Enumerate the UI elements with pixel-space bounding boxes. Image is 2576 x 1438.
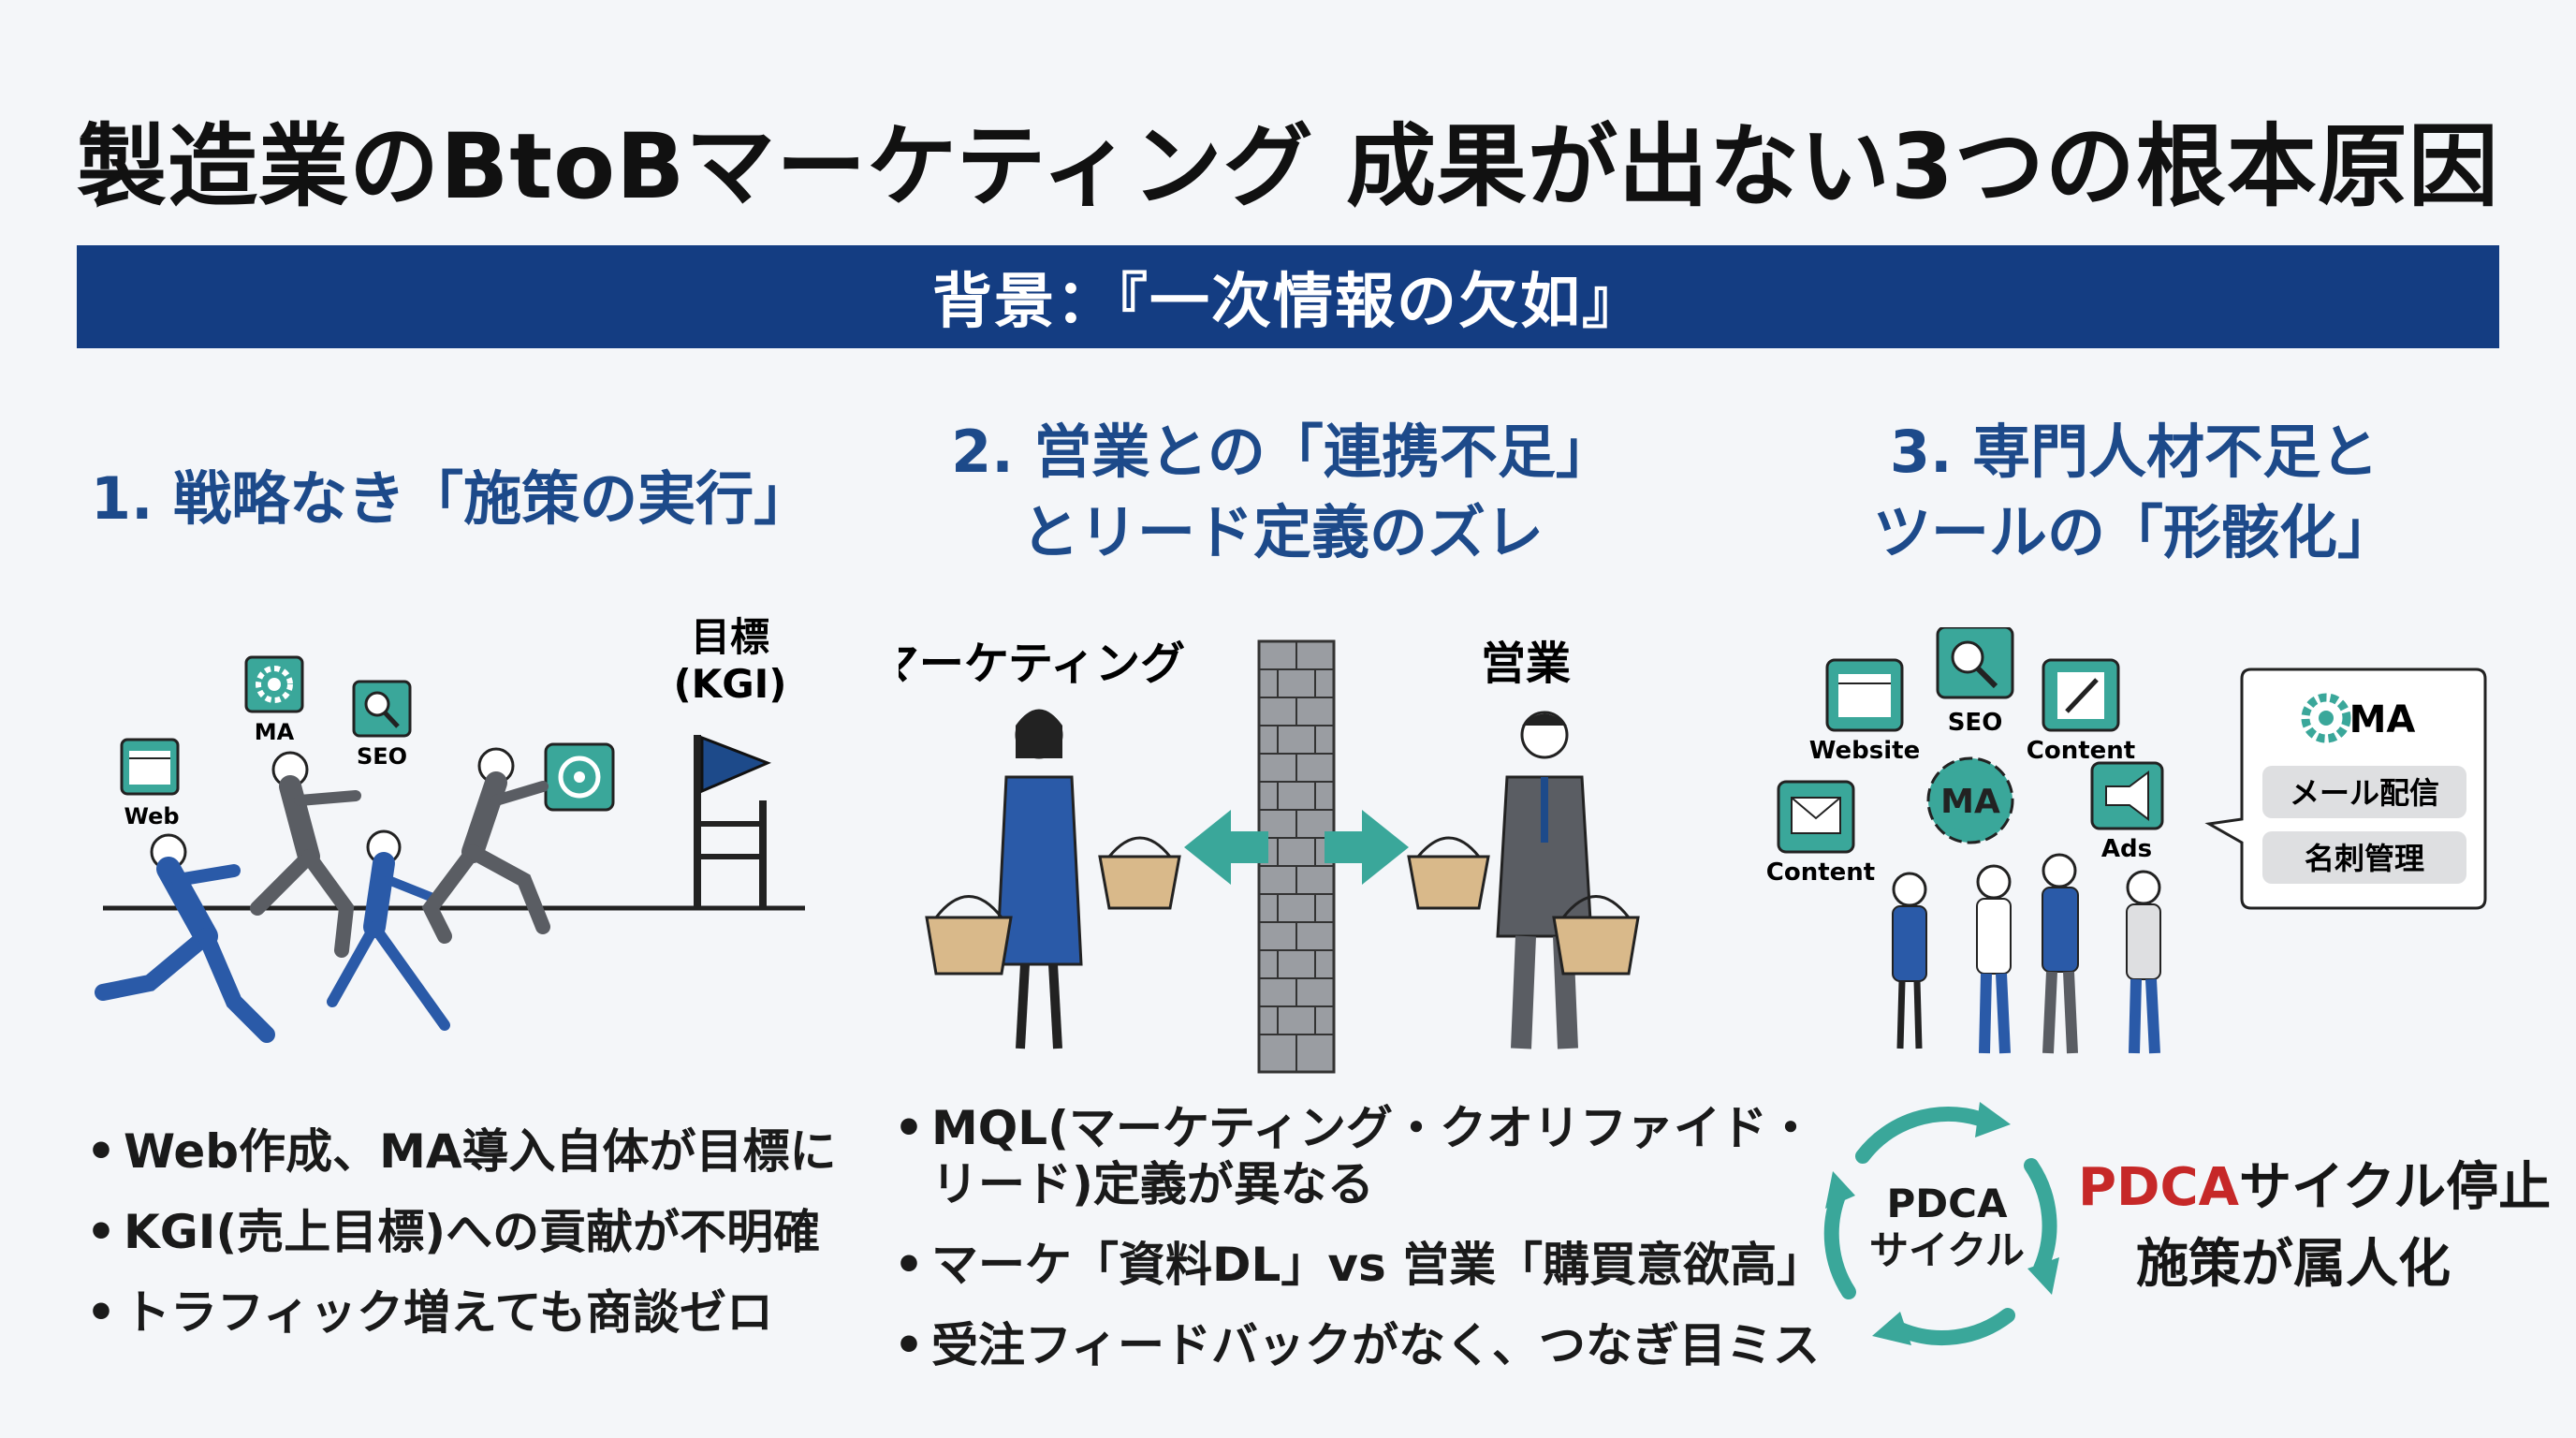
column-2-bullet-2: マーケ「資料DL」vs 営業「購買意欲高」 bbox=[894, 1237, 1823, 1293]
target-icon bbox=[544, 742, 615, 812]
cycle-arrow-4 bbox=[1823, 1186, 1856, 1299]
cycle-arrow-1 bbox=[1855, 1106, 1987, 1164]
column-2-bullet-1-cont: リード)定義が異なる bbox=[931, 1157, 1374, 1211]
runner-front-male bbox=[95, 833, 275, 1043]
brick-wall bbox=[1257, 639, 1336, 1074]
speech-bubble-item-2: 名刺管理 bbox=[2305, 841, 2424, 876]
basket-right-low bbox=[1552, 895, 1640, 976]
column-2-heading-line-2: とリード定義のズレ bbox=[1020, 498, 1544, 566]
goal-flag bbox=[694, 735, 771, 908]
seo-icon-label-3: SEO bbox=[1948, 709, 2003, 737]
column-2-heading: 2. 営業との「連携不足」 とリード定義のズレ bbox=[871, 412, 1694, 573]
sales-label: 営業 bbox=[1481, 638, 1571, 690]
marketing-label: マーケティング bbox=[899, 638, 1185, 690]
pdca-cycle: PDCA サイクル bbox=[1823, 1102, 2059, 1345]
column-1-bullet-1: Web作成、MA導入自体が目標に bbox=[86, 1123, 837, 1180]
column-2-heading-line-1: 2. 営業との「連携不足」 bbox=[951, 418, 1614, 486]
pdca-status-line-1: PDCAサイクル停止 bbox=[2078, 1150, 2551, 1226]
column-1-bullet-2: KGI(売上目標)への貢献が不明確 bbox=[86, 1204, 837, 1260]
column-3-heading-line-2: ツールの「形骸化」 bbox=[1872, 498, 2395, 566]
cycle-label-line-2: サイクル bbox=[1869, 1227, 2025, 1273]
column-1-heading-line: 1. 戦略なき「施策の実行」 bbox=[90, 464, 812, 533]
megaphone-icon bbox=[2090, 761, 2164, 830]
envelope-icon bbox=[1777, 780, 1855, 854]
left-arrow bbox=[1184, 810, 1268, 885]
runner-gray-male-1 bbox=[250, 751, 361, 958]
website-icon-label: Website bbox=[1809, 737, 1920, 765]
ads-icon-label: Ads bbox=[2101, 835, 2152, 863]
seo-icon-label: SEO bbox=[357, 743, 407, 770]
column-1-heading: 1. 戦略なき「施策の実行」 bbox=[77, 459, 826, 539]
column-1-bullets: Web作成、MA導入自体が目標に KGI(売上目標)への貢献が不明確 トラフィッ… bbox=[86, 1123, 837, 1365]
column-2-bullet-1: MQL(マーケティング・クオリファイド・ bbox=[894, 1100, 1823, 1156]
background-banner: 背景：『一次情報の欠如』 bbox=[77, 245, 2499, 348]
basket-left-low bbox=[925, 895, 1013, 976]
column-2-bullets: MQL(マーケティング・クオリファイド・ リード)定義が異なる マーケ「資料DL… bbox=[894, 1100, 1823, 1398]
gear-icon bbox=[244, 655, 304, 713]
pdca-status-line-2: 施策が属人化 bbox=[2136, 1234, 2451, 1295]
cycle-arrow-3 bbox=[1893, 1308, 2015, 1345]
column-3-heading-line-1: 3. 専門人材不足と bbox=[1889, 418, 2379, 486]
person-1 bbox=[1892, 872, 1927, 1049]
magnifier-icon bbox=[352, 680, 412, 738]
speech-bubble-title: MA bbox=[2349, 698, 2416, 741]
marketing-woman bbox=[995, 709, 1083, 1049]
content-icon-label-2: Content bbox=[1766, 858, 1875, 887]
column-2-bullet-3: 受注フィードバックがなく、つなぎ目ミス bbox=[894, 1317, 1823, 1373]
person-3 bbox=[2042, 853, 2079, 1054]
column-1-bullet-3: トラフィック増えても商談ゼロ bbox=[86, 1284, 837, 1341]
basket-left-high bbox=[1098, 836, 1181, 910]
sales-man bbox=[1496, 711, 1593, 1049]
goal-label-line-1: 目標 bbox=[691, 614, 769, 660]
wall-illustration: マーケティング 営業 bbox=[899, 638, 1640, 1074]
gear-icon bbox=[1926, 756, 2014, 844]
pencil-icon bbox=[2042, 658, 2120, 732]
people-group bbox=[1892, 853, 2161, 1054]
tools-illustration: Website SEO Content Content MA Ads MA メー… bbox=[1766, 627, 2487, 1054]
person-2 bbox=[1976, 864, 2012, 1054]
person-4 bbox=[2126, 870, 2161, 1054]
runner-female bbox=[327, 829, 450, 1031]
pdca-accent: PDCA bbox=[2078, 1157, 2239, 1218]
pdca-status: PDCAサイクル停止 施策が属人化 bbox=[2078, 1150, 2551, 1303]
cycle-label-line-1: PDCA bbox=[1887, 1181, 2008, 1226]
speech-bubble-item-1: メール配信 bbox=[2290, 775, 2439, 811]
basket-right-high bbox=[1407, 836, 1490, 910]
runner-gray-male-2 bbox=[421, 747, 550, 944]
goal-label-line-2: (KGI) bbox=[673, 661, 786, 707]
column-3-heading: 3. 専門人材不足と ツールの「形骸化」 bbox=[1760, 412, 2509, 573]
page-title: 製造業のBtoBマーケティング 成果が出ない3つの根本原因 bbox=[77, 114, 2499, 219]
runners-illustration: 目標 (KGI) Web MA SEO bbox=[95, 614, 805, 1043]
ma-icon-label: MA bbox=[255, 719, 295, 745]
web-icon-label: Web bbox=[124, 803, 179, 829]
center-gear-label: MA bbox=[1940, 783, 2000, 821]
cycle-arrow-2 bbox=[2024, 1158, 2057, 1276]
content-icon-label-1: Content bbox=[2027, 737, 2135, 765]
browser-icon bbox=[1825, 658, 1904, 732]
magnifier-icon bbox=[1936, 627, 2014, 699]
pdca-stop-text: サイクル停止 bbox=[2238, 1157, 2552, 1218]
right-arrow bbox=[1325, 810, 1409, 885]
browser-icon bbox=[120, 738, 180, 796]
speech-bubble bbox=[2204, 668, 2487, 910]
